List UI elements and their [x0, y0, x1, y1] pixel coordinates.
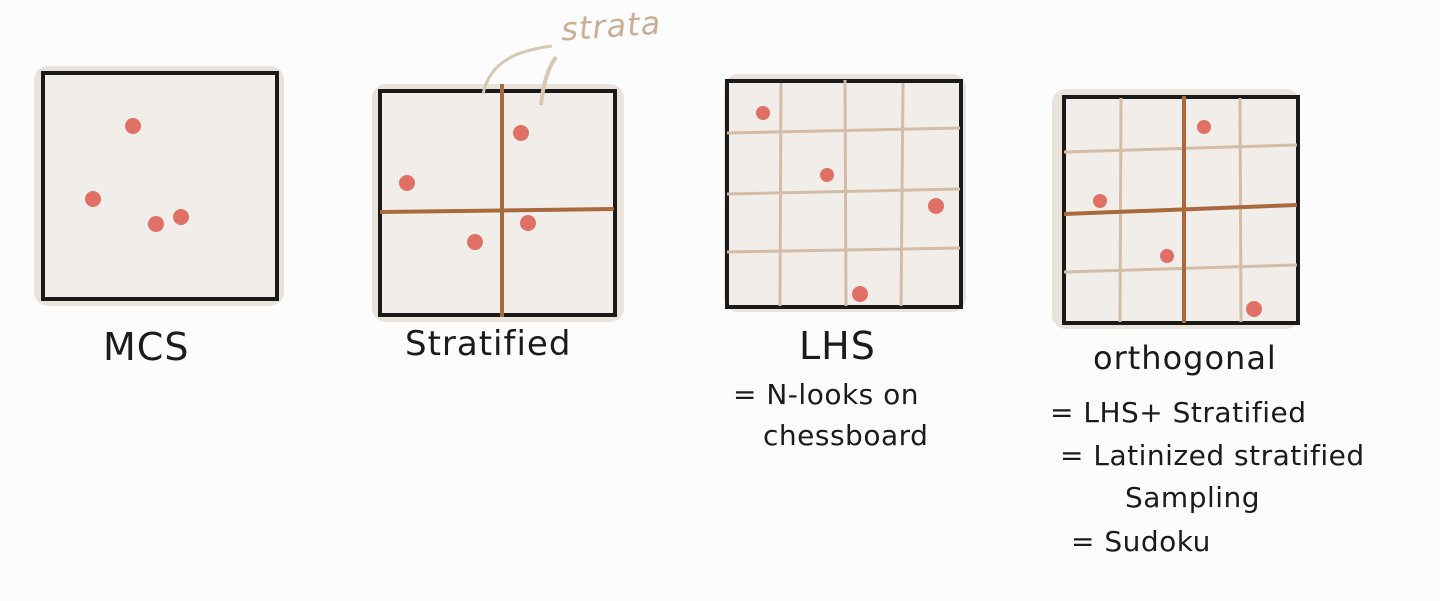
red-dot-icon: [148, 216, 164, 232]
orthogonal-title: orthogonal: [1093, 339, 1277, 377]
red-dot-icon: [1246, 301, 1262, 317]
lhs-title: LHS: [799, 324, 876, 368]
strata-annotation: strata: [559, 3, 663, 49]
orthogonal-note-line-2: = Latinized stratified: [1060, 439, 1365, 472]
lhs-panel: [724, 74, 966, 312]
grid-line-horizontal: [726, 187, 961, 196]
grid-line-horizontal: [726, 126, 961, 135]
grid-line-horizontal: [1063, 263, 1298, 274]
red-dot-icon: [1160, 249, 1174, 263]
red-dot-icon: [513, 125, 529, 141]
mcs-panel-box: [41, 71, 279, 301]
stratified-panel: [372, 44, 624, 322]
red-dot-icon: [820, 168, 834, 182]
stratified-panel-box: [378, 89, 617, 317]
grid-line-horizontal: [1063, 143, 1298, 154]
strata-pointer-line: [481, 44, 553, 95]
orthogonal-note-line-1: = LHS+ Stratified: [1050, 396, 1307, 429]
red-dot-icon: [1093, 194, 1107, 208]
red-dot-icon: [756, 106, 770, 120]
grid-line-vertical: [1238, 97, 1243, 323]
red-dot-icon: [85, 191, 101, 207]
red-dot-icon: [852, 286, 868, 302]
red-dot-icon: [1197, 120, 1211, 134]
strata-divider-horizontal: [1063, 203, 1298, 216]
red-dot-icon: [173, 209, 189, 225]
grid-line-vertical: [843, 79, 848, 307]
mcs-title: MCS: [103, 325, 190, 369]
grid-line-horizontal: [726, 246, 961, 254]
lhs-note-line-1: = N-looks on: [733, 378, 920, 411]
strata-divider-horizontal: [379, 207, 615, 214]
mcs-panel: [34, 66, 284, 306]
grid-line-vertical: [899, 82, 905, 307]
red-dot-icon: [467, 234, 483, 250]
red-dot-icon: [399, 175, 415, 191]
orthogonal-note-line-3: Sampling: [1125, 481, 1261, 514]
lhs-note-line-2: chessboard: [763, 419, 929, 452]
red-dot-icon: [928, 198, 944, 214]
strata-pointer-line: [539, 55, 558, 106]
grid-line-vertical: [778, 82, 783, 307]
red-dot-icon: [125, 118, 141, 134]
red-dot-icon: [520, 215, 536, 231]
orthogonal-note-line-4: = Sudoku: [1071, 525, 1211, 558]
orthogonal-panel: [1052, 89, 1300, 329]
stratified-title: Stratified: [405, 324, 572, 364]
